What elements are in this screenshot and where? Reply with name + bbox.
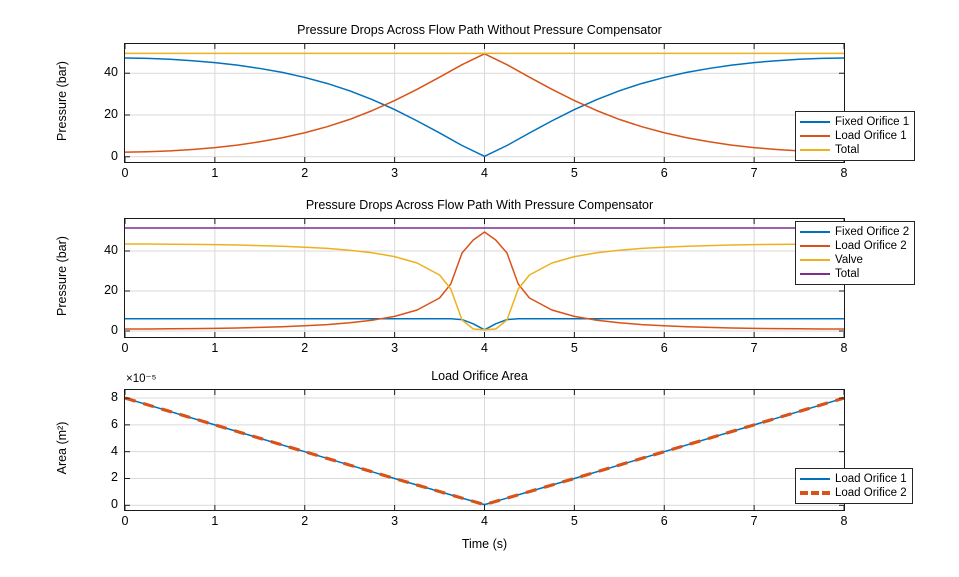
y-tick-label: 0	[111, 323, 118, 337]
legend-label: Load Orifice 1	[835, 472, 907, 485]
x-tick-label: 5	[570, 341, 578, 355]
x-tick-label: 7	[750, 514, 758, 528]
x-tick-label: 8	[840, 341, 848, 355]
plot-canvas-1	[125, 44, 844, 162]
legend-label: Load Orifice 2	[835, 486, 907, 499]
series-line	[125, 397, 844, 506]
x-tick-label: 2	[301, 166, 309, 180]
legend-label: Total	[835, 267, 860, 280]
legend-label: Fixed Orifice 2	[835, 225, 910, 238]
legend-item[interactable]: Fixed Orifice 2	[800, 225, 909, 239]
x-tick-label: 3	[391, 166, 399, 180]
y-axis-label-3: Area (m²)	[55, 421, 69, 475]
x-axis-label: Time (s)	[461, 537, 508, 551]
x-tick-label: 2	[301, 341, 309, 355]
legend-item[interactable]: Total	[800, 143, 909, 157]
y-axis-exponent: ×10⁻⁵	[126, 373, 157, 385]
y-tick-label: 4	[111, 443, 118, 458]
y-tick-label: 6	[111, 416, 118, 431]
x-tick-label: 7	[750, 166, 758, 180]
legend-item[interactable]: Load Orifice 1	[800, 129, 909, 143]
series-line	[125, 57, 844, 158]
x-tick-label: 4	[481, 166, 488, 180]
legend-item[interactable]: Load Orifice 2	[800, 486, 907, 500]
tick-marks	[125, 390, 844, 510]
legend-item[interactable]: Load Orifice 2	[800, 239, 909, 253]
grid-lines	[125, 390, 844, 510]
y-tick-label: 40	[104, 243, 118, 257]
tick-marks	[125, 219, 844, 337]
legend-color-swatch	[800, 487, 830, 499]
x-tick-label: 3	[391, 341, 399, 355]
series-line	[125, 231, 844, 330]
legend-item[interactable]: Valve	[800, 253, 909, 267]
legend-color-swatch	[800, 130, 830, 142]
grid-lines	[125, 219, 844, 337]
legend-color-swatch	[800, 144, 830, 156]
legend-color-swatch	[800, 473, 830, 485]
subplot-title-2: Pressure Drops Across Flow Path With Pre…	[305, 198, 654, 212]
y-tick-label: 8	[111, 390, 118, 405]
subplot-title-1: Pressure Drops Across Flow Path Without …	[297, 23, 662, 37]
y-tick-label: 20	[104, 283, 118, 297]
x-tick-label: 1	[211, 514, 219, 528]
legend-label: Fixed Orifice 1	[835, 115, 910, 128]
y-tick-label: 40	[104, 65, 118, 80]
grid-lines	[125, 44, 844, 162]
legend-item[interactable]: Fixed Orifice 1	[800, 115, 909, 129]
x-tick-label: 5	[570, 166, 578, 180]
x-tick-label: 5	[570, 514, 578, 528]
legend-item[interactable]: Total	[800, 267, 909, 281]
legend-color-swatch	[800, 116, 830, 128]
legend-item[interactable]: Load Orifice 1	[800, 472, 907, 486]
x-tick-label: 6	[660, 341, 668, 355]
x-tick-label: 4	[481, 341, 488, 355]
x-tick-label: 1	[211, 341, 219, 355]
plot-area-3	[124, 389, 845, 511]
legend-label: Total	[835, 143, 860, 156]
legend-color-swatch	[800, 254, 830, 266]
x-tick-label: 1	[211, 166, 219, 180]
legend-color-swatch	[800, 268, 830, 280]
x-tick-label: 7	[750, 341, 758, 355]
legend-color-swatch	[800, 240, 830, 252]
series-line	[125, 243, 844, 331]
x-tick-label: 8	[840, 514, 848, 528]
legend-label: Valve	[835, 253, 863, 266]
x-tick-label: 0	[121, 341, 129, 355]
plot-canvas-2	[125, 219, 844, 337]
subplot-title-3: Load Orifice Area	[431, 369, 528, 383]
y-tick-label: 0	[111, 497, 118, 512]
x-tick-label: 3	[391, 514, 399, 528]
legend-label: Load Orifice 1	[835, 129, 907, 142]
x-tick-label: 4	[481, 514, 488, 528]
y-axis-label-2: Pressure (bar)	[55, 236, 69, 316]
y-tick-label: 0	[111, 148, 118, 163]
y-tick-label: 2	[111, 470, 118, 485]
y-axis-label-1: Pressure (bar)	[55, 61, 69, 141]
legend-color-swatch	[800, 226, 830, 238]
x-tick-label: 6	[660, 166, 668, 180]
x-tick-label: 0	[121, 166, 129, 180]
x-tick-label: 0	[121, 514, 129, 528]
x-tick-label: 2	[301, 514, 309, 528]
plot-area-1	[124, 43, 845, 163]
x-tick-label: 8	[840, 166, 848, 180]
x-tick-label: 6	[660, 514, 668, 528]
y-tick-label: 20	[104, 107, 118, 121]
plot-canvas-3	[125, 390, 844, 510]
legend-label: Load Orifice 2	[835, 239, 907, 252]
plot-area-2	[124, 218, 845, 338]
